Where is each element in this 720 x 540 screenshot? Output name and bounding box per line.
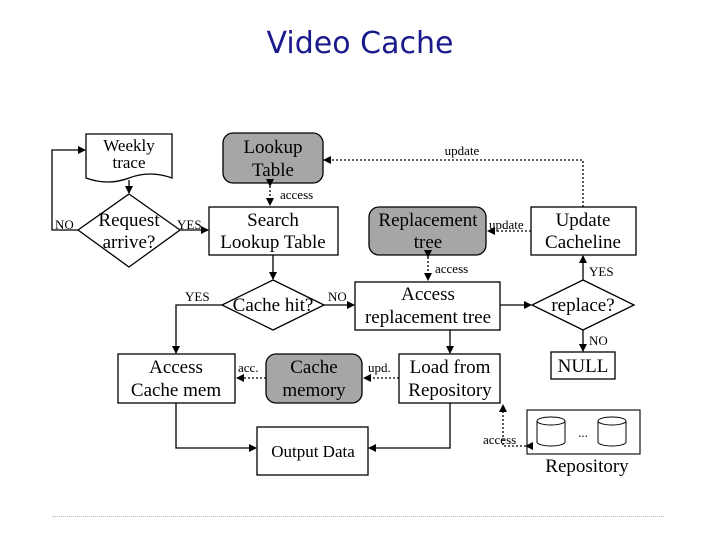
label-update-tree: update (489, 217, 524, 232)
cache-hit-label: Cache hit? (233, 295, 314, 316)
search-lookup-line-2: Lookup Table (220, 232, 325, 253)
edge-hit-yes (172, 304, 222, 354)
search-lookup-table-node: Search Lookup Table (208, 206, 339, 256)
access-cache-mem-node: Access Cache mem (117, 353, 236, 404)
load-repo-line-1: Load from (410, 357, 491, 378)
footer-divider (52, 516, 664, 517)
cache-memory-line-2: memory (282, 380, 346, 401)
lookup-table-line-2: Table (252, 160, 294, 181)
lookup-table-node: Lookup Table (222, 132, 324, 184)
label-no-replace: NO (589, 333, 608, 348)
load-repo-line-2: Repository (408, 380, 492, 401)
label-yes-hit: YES (185, 289, 210, 304)
request-arrive-line-1: Request (98, 210, 160, 231)
label-yes-replace: YES (589, 264, 614, 279)
repository-label: Repository (545, 456, 629, 477)
cache-hit-node: Cache hit? (220, 279, 326, 331)
replacement-tree-line-2: tree (414, 232, 442, 253)
weekly-trace-line-1: Weekly (103, 136, 155, 155)
edge-update-lookup (323, 156, 584, 207)
label-upd: upd. (368, 360, 391, 375)
output-data-label: Output Data (271, 442, 355, 461)
replacement-tree-node: Replacement tree (368, 206, 487, 256)
label-acc: acc. (238, 360, 259, 375)
output-data-node: Output Data (256, 426, 369, 476)
label-access-tree: access (435, 261, 468, 276)
repository-node: ... Repository (526, 409, 641, 477)
update-cacheline-node: Update Cacheline (530, 206, 637, 256)
edge-load-to-output (368, 403, 451, 452)
replace-node: replace? (530, 279, 636, 331)
label-update-top: update (445, 143, 480, 158)
access-tree-line-2: replacement tree (365, 307, 491, 328)
cache-memory-node: Cache memory (265, 353, 363, 404)
cache-memory-line-1: Cache (290, 357, 337, 378)
search-lookup-line-1: Search (247, 210, 299, 231)
access-replacement-tree-node: Access replacement tree (354, 281, 501, 331)
edge-cachemem-to-output (175, 403, 257, 452)
label-yes-request: YES (177, 217, 202, 232)
null-label: NULL (558, 356, 609, 377)
label-no-request: NO (55, 217, 74, 232)
edge-request-no-loop (51, 146, 86, 231)
access-tree-line-1: Access (401, 284, 455, 305)
access-cache-mem-line-2: Cache mem (131, 380, 221, 401)
replace-label: replace? (551, 295, 614, 316)
label-access-repo: access (483, 432, 516, 447)
lookup-table-line-1: Lookup (243, 137, 302, 158)
database-cylinder-icon-1 (536, 416, 566, 447)
slide-title: Video Cache (266, 26, 454, 61)
access-cache-mem-line-1: Access (149, 357, 203, 378)
weekly-trace-line-2: trace (112, 153, 145, 172)
replacement-tree-line-1: Replacement (378, 210, 478, 231)
database-cylinder-icon-2 (597, 416, 627, 447)
request-arrive-node: Request arrive? (76, 193, 182, 268)
load-from-repository-node: Load from Repository (398, 353, 501, 404)
request-arrive-line-2: arrive? (103, 232, 156, 253)
label-no-hit: NO (328, 289, 347, 304)
weekly-trace-node: Weekly trace (85, 133, 173, 183)
null-node: NULL (550, 351, 616, 380)
update-cacheline-line-1: Update (556, 210, 611, 231)
repository-dots: ... (578, 425, 588, 440)
label-access-lookup: access (280, 187, 313, 202)
update-cacheline-line-2: Cacheline (545, 232, 621, 253)
